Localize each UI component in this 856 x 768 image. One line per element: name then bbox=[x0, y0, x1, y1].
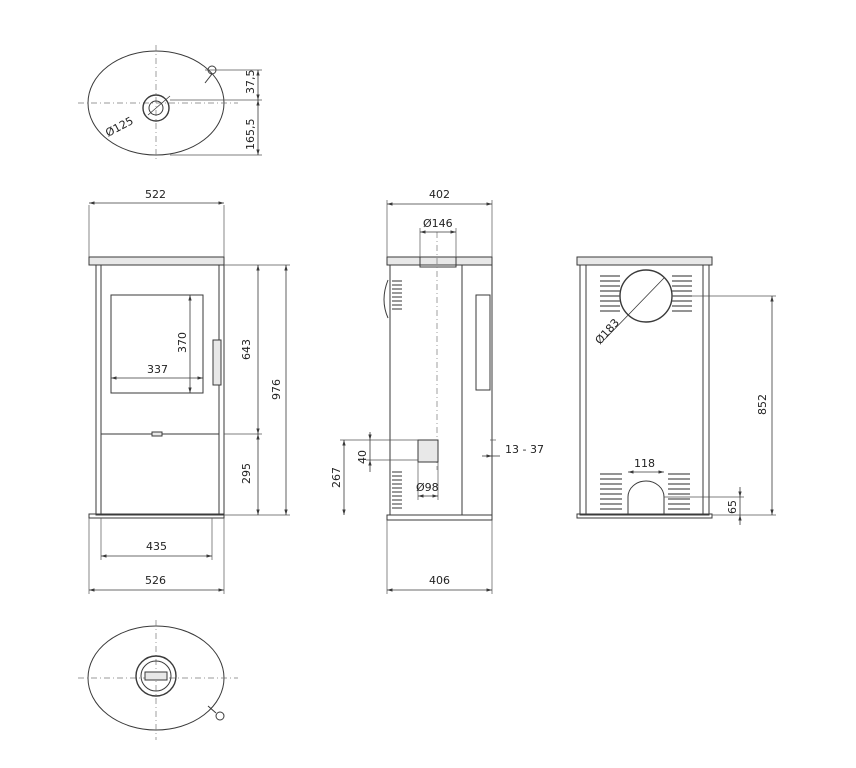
side-offset: 13 - 37 bbox=[505, 443, 544, 456]
side-depth-top: 402 bbox=[429, 188, 450, 201]
rear-view: Ø183 118 852 bbox=[576, 256, 776, 525]
front-width-bottom: 526 bbox=[145, 574, 166, 587]
rear-inlet-height: 65 bbox=[726, 500, 739, 514]
front-door-width: 435 bbox=[146, 540, 167, 553]
top-offset-small: 37,5 bbox=[244, 70, 257, 95]
rear-inlet-width: 118 bbox=[634, 457, 655, 470]
side-depth-bottom: 406 bbox=[429, 574, 450, 587]
side-view: 402 Ø146 267 40 Ø98 13 - 37 406 bbox=[330, 188, 544, 594]
front-window-width: 337 bbox=[147, 363, 168, 376]
rear-flue-diameter: Ø183 bbox=[593, 316, 623, 347]
front-height-lower: 295 bbox=[240, 463, 253, 484]
rear-flue-height: 852 bbox=[756, 394, 769, 415]
top-view: Ø125 37,5 165,5 bbox=[78, 45, 262, 160]
top-diameter-label: Ø125 bbox=[103, 114, 135, 139]
front-width-top: 522 bbox=[145, 188, 166, 201]
side-vents bbox=[392, 280, 402, 509]
bottom-view bbox=[78, 620, 238, 740]
front-view: 522 337 370 643 295 976 435 526 bbox=[88, 188, 290, 594]
front-height-total: 976 bbox=[270, 379, 283, 400]
side-inlet-height: 267 bbox=[330, 467, 343, 488]
front-height-upper: 643 bbox=[240, 339, 253, 360]
top-offset-large: 165,5 bbox=[244, 119, 257, 151]
front-window-height: 370 bbox=[176, 332, 189, 353]
side-inlet-size: 40 bbox=[356, 450, 369, 464]
side-pipe-diameter: Ø146 bbox=[423, 217, 453, 230]
side-inlet-diameter: Ø98 bbox=[416, 481, 439, 494]
rear-vents bbox=[600, 275, 692, 510]
